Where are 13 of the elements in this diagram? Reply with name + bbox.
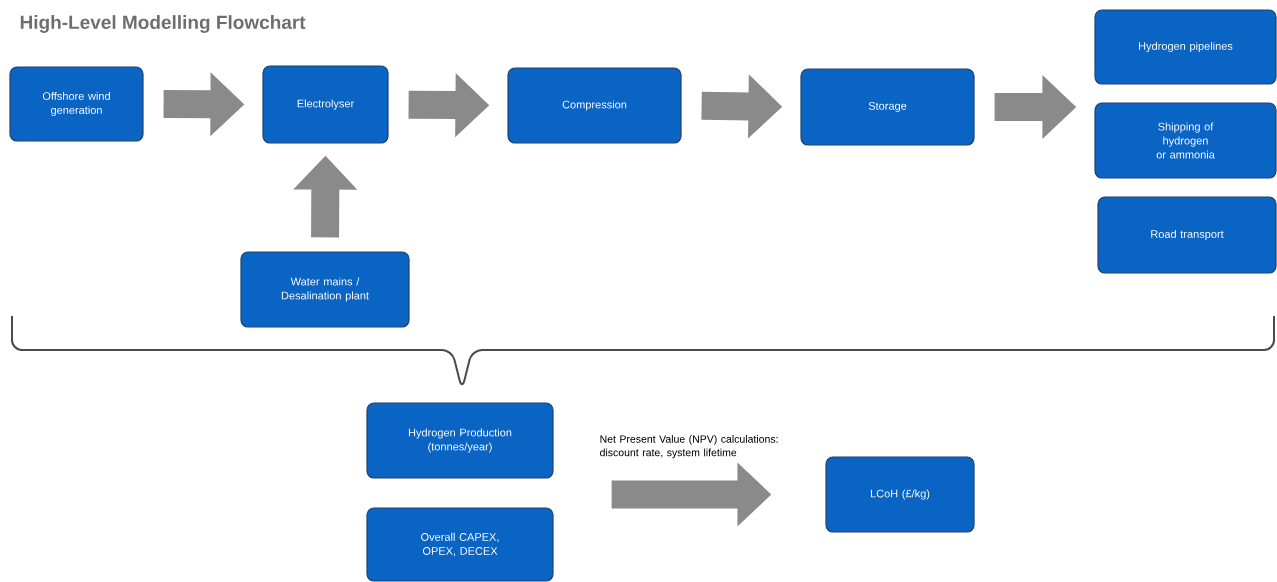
process-box: Electrolyser (262, 65, 389, 144)
process-box: Hydrogen pipelines (1094, 9, 1277, 85)
process-box: Road transport (1097, 196, 1277, 274)
process-box: Overall CAPEX, OPEX, DECEX (366, 507, 554, 582)
process-box: Water mains / Desalination plant (240, 251, 410, 328)
edge-label: Net Present Value (NPV) calculations: discount rate, system lifetime (600, 435, 778, 459)
process-box: Offshore wind generation (9, 66, 144, 142)
process-box: Compression (507, 67, 682, 144)
process-box: Shipping of hydrogen or ammonia (1094, 102, 1277, 179)
process-box: LCoH (£/kg) (825, 456, 975, 533)
process-box: Storage (800, 68, 975, 146)
title: High-Level Modelling Flowchart (20, 15, 306, 33)
process-box: Hydrogen Production (tonnes/year) (366, 402, 554, 479)
